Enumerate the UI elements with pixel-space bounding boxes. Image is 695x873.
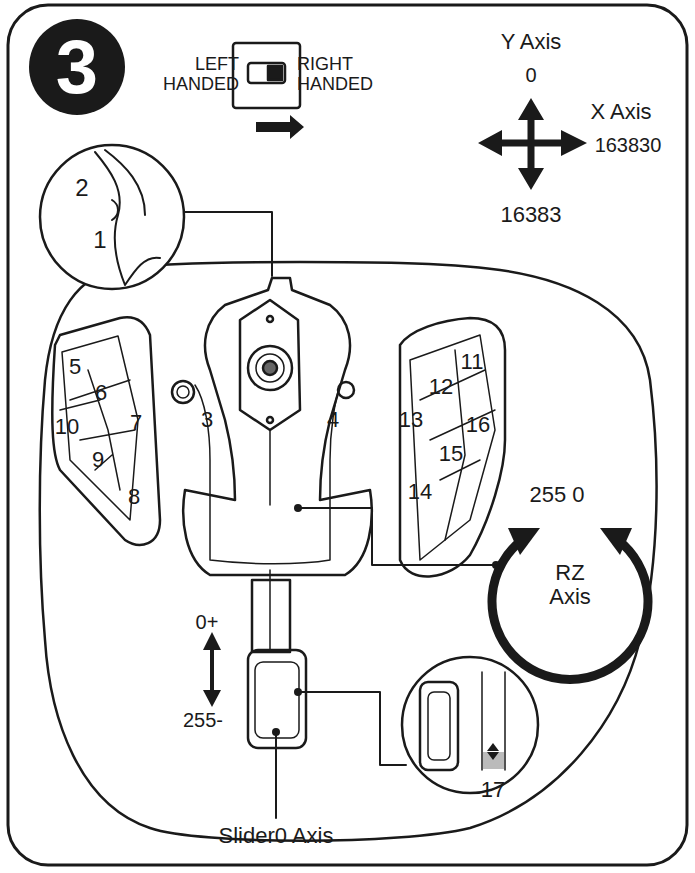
axis-value: 16383 bbox=[500, 203, 561, 227]
step-number: 3 bbox=[56, 29, 98, 105]
callout-number: 2 bbox=[75, 175, 88, 201]
callout-number: 9 bbox=[92, 448, 104, 472]
callout-number: 14 bbox=[408, 480, 432, 504]
callout-number: 5 bbox=[69, 355, 81, 379]
step-badge: 3 bbox=[29, 19, 125, 115]
callout-number: 17 bbox=[481, 778, 505, 802]
callout-number: 1 bbox=[93, 227, 106, 253]
axis-label: RZ Axis bbox=[540, 561, 600, 609]
axis-value: 0 bbox=[525, 64, 536, 86]
callout-number: 12 bbox=[429, 375, 453, 399]
axis-value: 163830 bbox=[595, 134, 662, 156]
axis-label: Slider0 Axis bbox=[219, 824, 334, 848]
callout-number: 6 bbox=[95, 381, 107, 405]
callout-number: 8 bbox=[128, 485, 140, 509]
callout-number: 10 bbox=[55, 415, 79, 439]
axis-value: 0+ bbox=[196, 611, 219, 633]
callout-number: 7 bbox=[130, 411, 142, 435]
switch-label: RIGHT HANDED bbox=[297, 55, 377, 95]
switch-label: LEFT HANDED bbox=[159, 55, 239, 95]
axis-value: 255 0 bbox=[529, 483, 584, 507]
callout-number: 4 bbox=[327, 408, 339, 432]
callout-number: 11 bbox=[461, 350, 484, 374]
axis-value: 255- bbox=[183, 709, 223, 731]
callout-number: 3 bbox=[201, 408, 213, 432]
callout-number: 16 bbox=[466, 413, 490, 437]
callout-number: 15 bbox=[439, 442, 463, 466]
axis-label: Y Axis bbox=[501, 30, 562, 54]
callout-number: 13 bbox=[399, 408, 423, 432]
axis-label: X Axis bbox=[590, 100, 651, 124]
